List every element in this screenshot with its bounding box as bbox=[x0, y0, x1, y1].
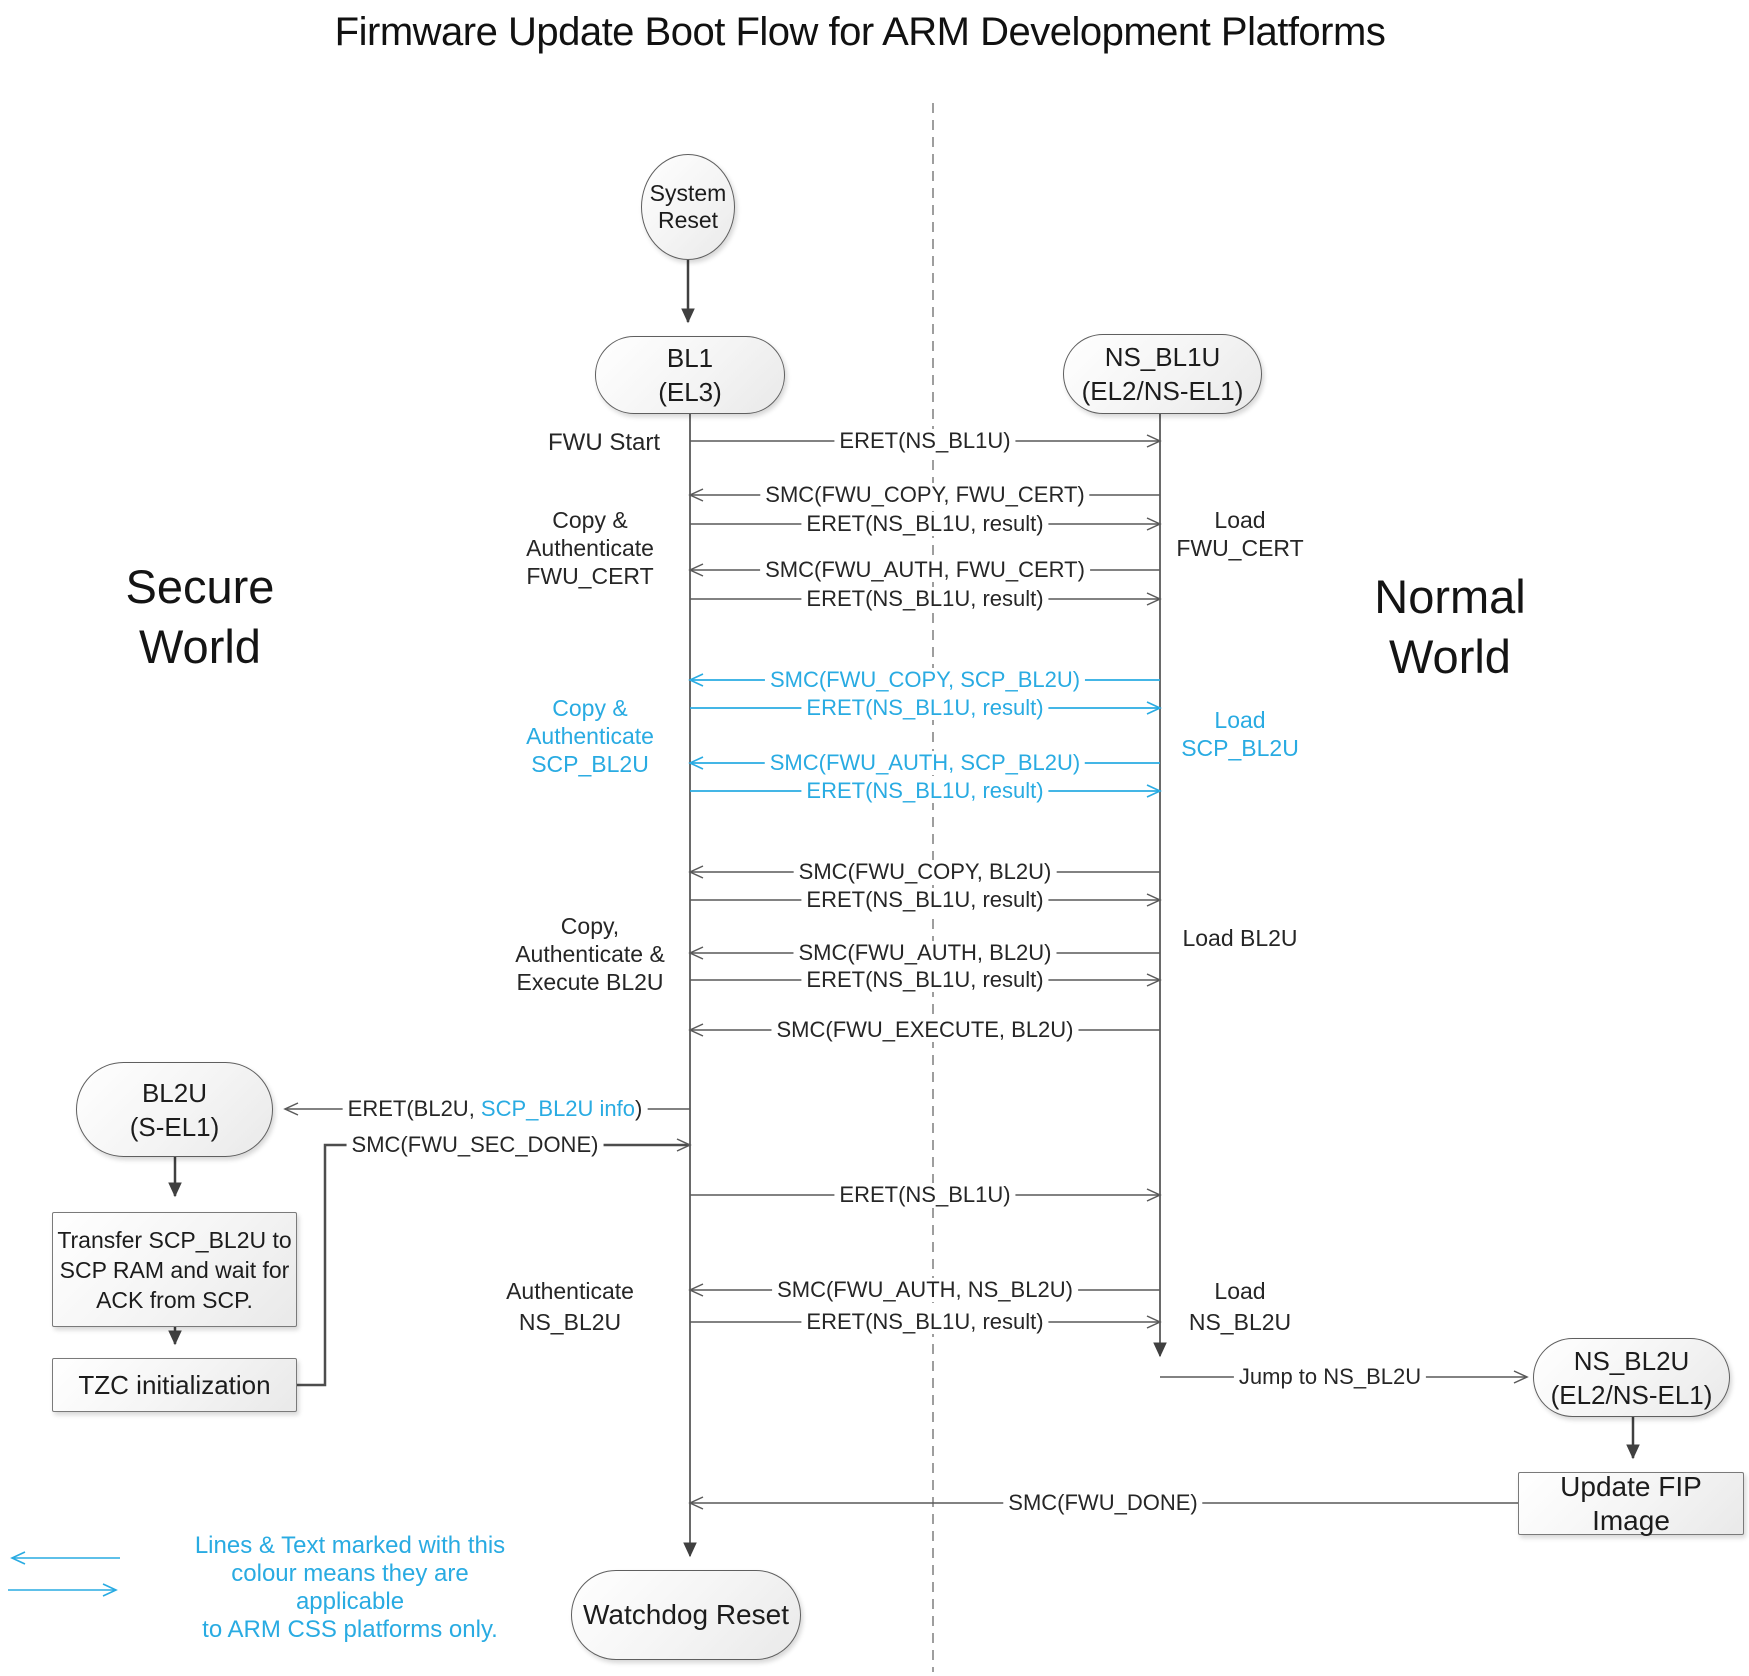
label-load-bl2u: Load BL2U bbox=[1182, 925, 1298, 951]
node-system-reset: System Reset bbox=[641, 154, 735, 260]
secure-world-label: Secure World bbox=[125, 560, 275, 673]
legend-text: Lines & Text marked with this colour mea… bbox=[194, 1532, 506, 1643]
message-label-jump-to-ns-bl2u: Jump to NS_BL2U bbox=[1233, 1365, 1427, 1389]
node-transfer-scp-bl2u: Transfer SCP_BL2U to SCP RAM and wait fo… bbox=[52, 1212, 297, 1327]
message-label-smc-fwu-auth-scp-bl2u: SMC(FWU_AUTH, SCP_BL2U) bbox=[764, 751, 1086, 775]
node-update-fip-image: Update FIP Image bbox=[1518, 1471, 1744, 1536]
message-label-smc-fwu-auth-fwu-cert: SMC(FWU_AUTH, FWU_CERT) bbox=[760, 558, 1090, 582]
label-load-fwu-cert: Load FWU_CERT bbox=[1176, 507, 1304, 561]
label-load-ns-bl2u: Load NS_BL2U bbox=[1188, 1278, 1292, 1335]
message-label-eret-result-scp-1: ERET(NS_BL1U, result) bbox=[801, 696, 1049, 720]
label-copy-auth-exec-bl2u: Copy, Authenticate & Execute BL2U bbox=[515, 913, 665, 995]
message-label-eret-bl2u-scp-info: ERET(BL2U, SCP_BL2U info) bbox=[342, 1097, 648, 1121]
message-label-smc-fwu-copy-scp-bl2u: SMC(FWU_COPY, SCP_BL2U) bbox=[764, 668, 1086, 692]
message-label-smc-fwu-done: SMC(FWU_DONE) bbox=[1003, 1491, 1203, 1515]
message-label-smc-fwu-copy-fwu-cert: SMC(FWU_COPY, FWU_CERT) bbox=[760, 483, 1090, 507]
label-load-scp-bl2u: Load SCP_BL2U bbox=[1181, 707, 1299, 761]
message-label-eret-result-scp-2: ERET(NS_BL1U, result) bbox=[801, 779, 1049, 803]
message-label-smc-fwu-copy-bl2u: SMC(FWU_COPY, BL2U) bbox=[793, 860, 1057, 884]
message-label-eret-ns-bl1u-2: ERET(NS_BL1U) bbox=[834, 1183, 1016, 1207]
label-copy-auth-scp-bl2u: Copy & Authenticate SCP_BL2U bbox=[526, 695, 654, 777]
label-fwu-start: FWU Start bbox=[548, 429, 660, 456]
message-label-smc-fwu-auth-bl2u: SMC(FWU_AUTH, BL2U) bbox=[793, 941, 1057, 965]
message-label-smc-fwu-execute-bl2u: SMC(FWU_EXECUTE, BL2U) bbox=[771, 1018, 1079, 1042]
node-watchdog-reset: Watchdog Reset bbox=[571, 1570, 801, 1660]
node-bl1: BL1 (EL3) bbox=[595, 336, 785, 414]
message-label-eret-ns-bl1u: ERET(NS_BL1U) bbox=[834, 429, 1016, 453]
label-auth-ns-bl2u: Authenticate NS_BL2U bbox=[506, 1278, 634, 1335]
node-ns-bl2u: NS_BL2U (EL2/NS-EL1) bbox=[1533, 1338, 1730, 1417]
message-label-eret-result-3: ERET(NS_BL1U, result) bbox=[801, 888, 1049, 912]
node-bl2u: BL2U (S-EL1) bbox=[76, 1062, 273, 1157]
message-label-eret-result-4: ERET(NS_BL1U, result) bbox=[801, 968, 1049, 992]
arrow-smc-fwu-sec-done-elbow bbox=[297, 1138, 692, 1387]
message-label-smc-fwu-auth-ns-bl2u: SMC(FWU_AUTH, NS_BL2U) bbox=[772, 1278, 1078, 1302]
page-title: Firmware Update Boot Flow for ARM Develo… bbox=[334, 10, 1386, 54]
message-label-smc-fwu-sec-done: SMC(FWU_SEC_DONE) bbox=[346, 1133, 604, 1157]
message-label-eret-result-1: ERET(NS_BL1U, result) bbox=[801, 512, 1049, 536]
label-copy-auth-fwu-cert: Copy & Authenticate FWU_CERT bbox=[526, 507, 654, 589]
message-label-eret-result-2: ERET(NS_BL1U, result) bbox=[801, 587, 1049, 611]
node-ns-bl1u: NS_BL1U (EL2/NS-EL1) bbox=[1063, 334, 1262, 414]
node-tzc-initialization: TZC initialization bbox=[52, 1358, 297, 1412]
message-label-eret-result-5: ERET(NS_BL1U, result) bbox=[801, 1310, 1049, 1334]
normal-world-label: Normal World bbox=[1374, 570, 1526, 683]
